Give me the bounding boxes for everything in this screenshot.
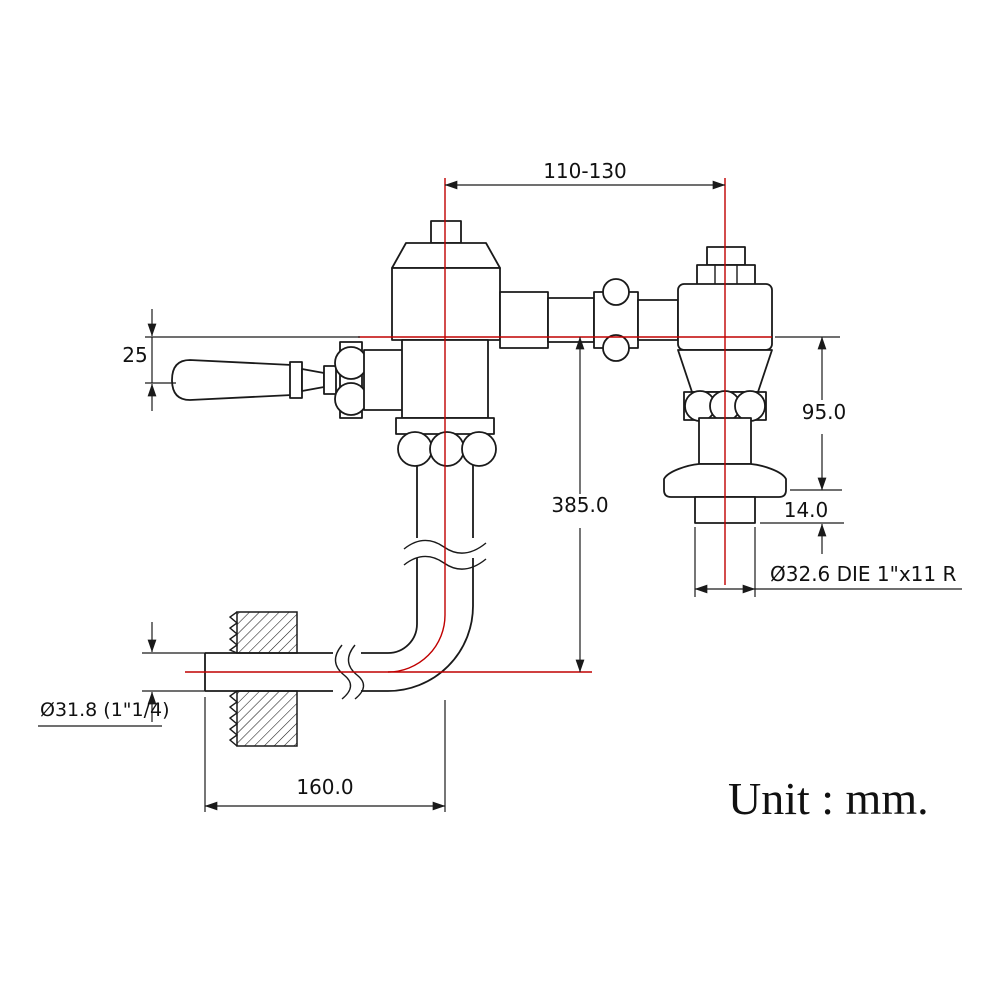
break-symbol-vertical (403, 539, 487, 570)
dim-outlet-lip: 14.0 (760, 498, 844, 554)
slip-nut-ball-1 (397, 431, 433, 467)
centerline-riser (387, 178, 446, 673)
tail-pipe-and-elbow (204, 417, 497, 700)
dim-outlet-height: 95.0 (775, 336, 847, 491)
outlet-bolt-cap (706, 246, 746, 266)
outlet-nut-ball-3 (734, 390, 766, 422)
dim-base-width: 160.0 (204, 697, 446, 812)
pipe-outline (204, 455, 474, 692)
union-nut-ball-top (602, 278, 630, 306)
dim-inlet-label: Ø31.8 (1"1/4) (40, 699, 170, 721)
dim-outlet-lip-label: 14.0 (784, 498, 829, 522)
valve-assembly (171, 220, 787, 747)
pipe-section-2 (547, 297, 595, 343)
pipe-section-3 (637, 299, 679, 341)
thread-teeth-upper (228, 611, 239, 654)
center-lines (185, 178, 772, 673)
dim-outlet-thread: Ø32.6 DIE 1"x11 R (694, 527, 962, 597)
valve-top-cap (430, 220, 462, 244)
dim-outlet-height-label: 95.0 (802, 400, 847, 424)
dim-outlet-thread-label: Ø32.6 DIE 1"x11 R (770, 562, 956, 586)
valve-shoulder (391, 242, 501, 269)
handle-grip (171, 359, 293, 401)
dim-handle-offset-label: 25 (122, 343, 147, 367)
thread-teeth-lower (228, 690, 239, 747)
thread-section-upper (236, 611, 298, 654)
handle-joint (323, 365, 337, 395)
dim-overall-height-label: 385.0 (551, 493, 608, 517)
slip-nut-ball-2 (429, 431, 465, 467)
handle-nut-ball-top (334, 346, 368, 380)
unit-note: Unit : mm. (728, 773, 929, 824)
lever-handle (171, 341, 405, 419)
dim-top-width-label: 110-130 (543, 159, 627, 183)
threaded-wall-fitting (228, 611, 298, 747)
break-symbol-horizontal (334, 644, 365, 700)
handle-stem (301, 368, 325, 392)
outlet-hex-nut (696, 264, 756, 286)
handle-flange (363, 349, 405, 411)
pipe-section-1 (499, 291, 549, 349)
handle-nut-ball-bottom (334, 382, 368, 416)
dim-base-width-label: 160.0 (296, 775, 353, 799)
union-nut-ball-bottom (602, 334, 630, 362)
dim-overall-height: 385.0 (551, 336, 609, 673)
main-valve-body (391, 220, 501, 419)
connecting-pipe (499, 278, 679, 362)
dim-top-width: 110-130 (444, 159, 726, 190)
slip-nut-ball-3 (461, 431, 497, 467)
thread-section-lower (236, 690, 298, 747)
handle-collar (289, 361, 303, 399)
dim-inlet-diameter: Ø31.8 (1"1/4) (38, 622, 205, 727)
dimensions: 110-130 25 385.0 95.0 (38, 159, 962, 812)
dim-handle-offset: 25 (122, 309, 360, 411)
valve-upper-body (391, 267, 501, 341)
